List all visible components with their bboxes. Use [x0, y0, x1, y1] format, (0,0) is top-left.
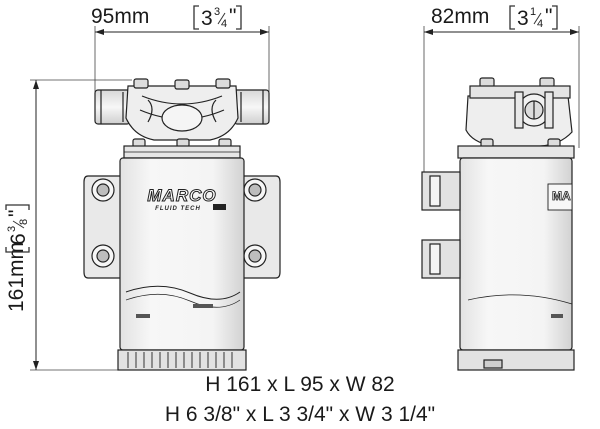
pump-front-view: MARCO FLUID TECH [83, 78, 281, 371]
height-dimension: 161mm 6 3 8 " [5, 79, 132, 371]
front-width-dimension: 95mm 3 3 4 " [91, 5, 270, 96]
side-width-dimension: 82mm 3 1 4 " [423, 5, 580, 172]
side-width-imperial-whole: 3 [517, 7, 529, 30]
front-width-metric: 95mm [91, 5, 149, 28]
side-width-metric: 82mm [431, 5, 489, 28]
front-width-imperial-numerator: 3 [214, 6, 220, 18]
logo-tagline: FLUID TECH [155, 206, 201, 212]
front-width-imperial-unit: " [229, 5, 236, 28]
pump-side-view: MA [421, 77, 575, 371]
side-width-imperial-unit: " [545, 5, 552, 28]
front-width-imperial-denominator: 4 [221, 18, 227, 30]
side-width-imperial-numerator: 1 [530, 6, 536, 18]
marco-logo: MARCO FLUID TECH [147, 186, 226, 212]
logo-wordmark: MARCO [147, 186, 216, 205]
svg-text:MA: MA [552, 189, 571, 203]
height-imperial-numerator: 3 [6, 226, 18, 232]
front-width-imperial-whole: 3 [201, 7, 213, 30]
height-imperial-denominator: 8 [18, 219, 30, 225]
height-metric: 161mm [5, 242, 28, 312]
height-imperial-whole: 6 [7, 233, 30, 245]
height-imperial-unit: " [5, 210, 28, 217]
summary-metric: H 161 x L 95 x W 82 [205, 373, 395, 396]
side-width-imperial-denominator: 4 [537, 18, 543, 30]
summary-imperial: H 6 3/8" x L 3 3/4" x W 3 1/4" [164, 403, 436, 426]
